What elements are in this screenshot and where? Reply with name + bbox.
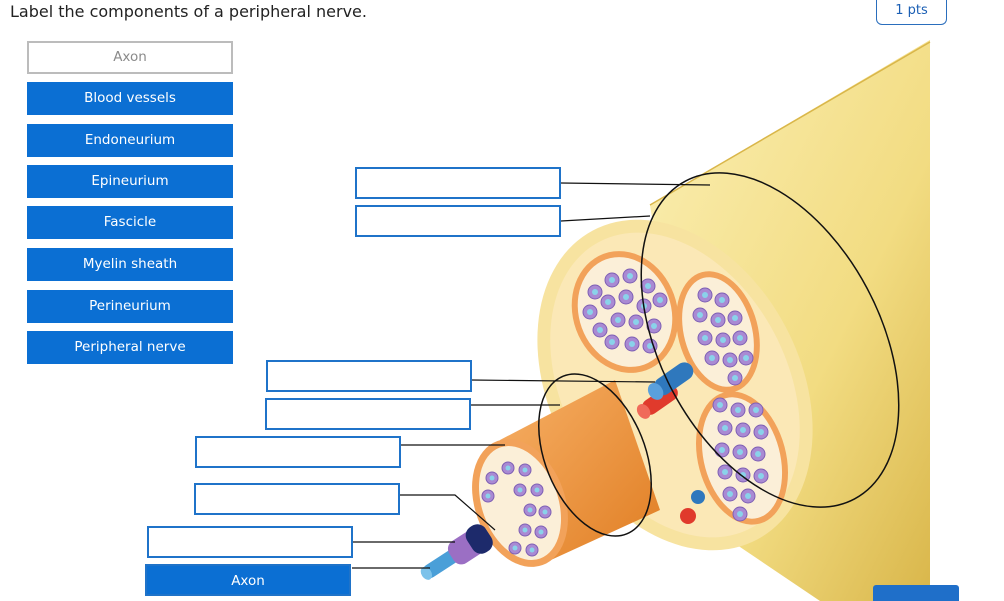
label-bank-axon[interactable]: Axon	[27, 41, 233, 74]
leader-lines	[352, 182, 711, 569]
label-bank-peripheral-nerve[interactable]: Peripheral nerve	[27, 331, 233, 364]
drop-target-2[interactable]	[355, 205, 561, 237]
drop-target-4[interactable]	[265, 398, 471, 430]
label-bank-myelin-sheath[interactable]: Myelin sheath	[27, 248, 233, 281]
drop-target-3[interactable]	[266, 360, 472, 392]
label-bank-fascicle[interactable]: Fascicle	[27, 206, 233, 239]
drop-target-7[interactable]	[147, 526, 353, 558]
next-button[interactable]	[873, 585, 959, 601]
drop-target-6[interactable]	[194, 483, 400, 515]
drop-target-8-axon[interactable]: Axon	[145, 564, 351, 596]
label-bank-blood-vessels[interactable]: Blood vessels	[27, 82, 233, 115]
axon-with-myelin	[420, 524, 493, 580]
question-prompt: Label the components of a peripheral ner…	[10, 2, 367, 21]
blood-vessels	[636, 362, 705, 524]
label-bank-epineurium[interactable]: Epineurium	[27, 165, 233, 198]
fascicle-cylinder	[472, 380, 660, 567]
label-bank-endoneurium[interactable]: Endoneurium	[27, 124, 233, 157]
drop-target-1[interactable]	[355, 167, 561, 199]
points-badge: 1 pts	[876, 0, 947, 25]
outline-ellipses	[538, 172, 900, 537]
drop-target-5[interactable]	[195, 436, 401, 468]
axon-cores	[587, 273, 764, 517]
label-bank-perineurium[interactable]: Perineurium	[27, 290, 233, 323]
